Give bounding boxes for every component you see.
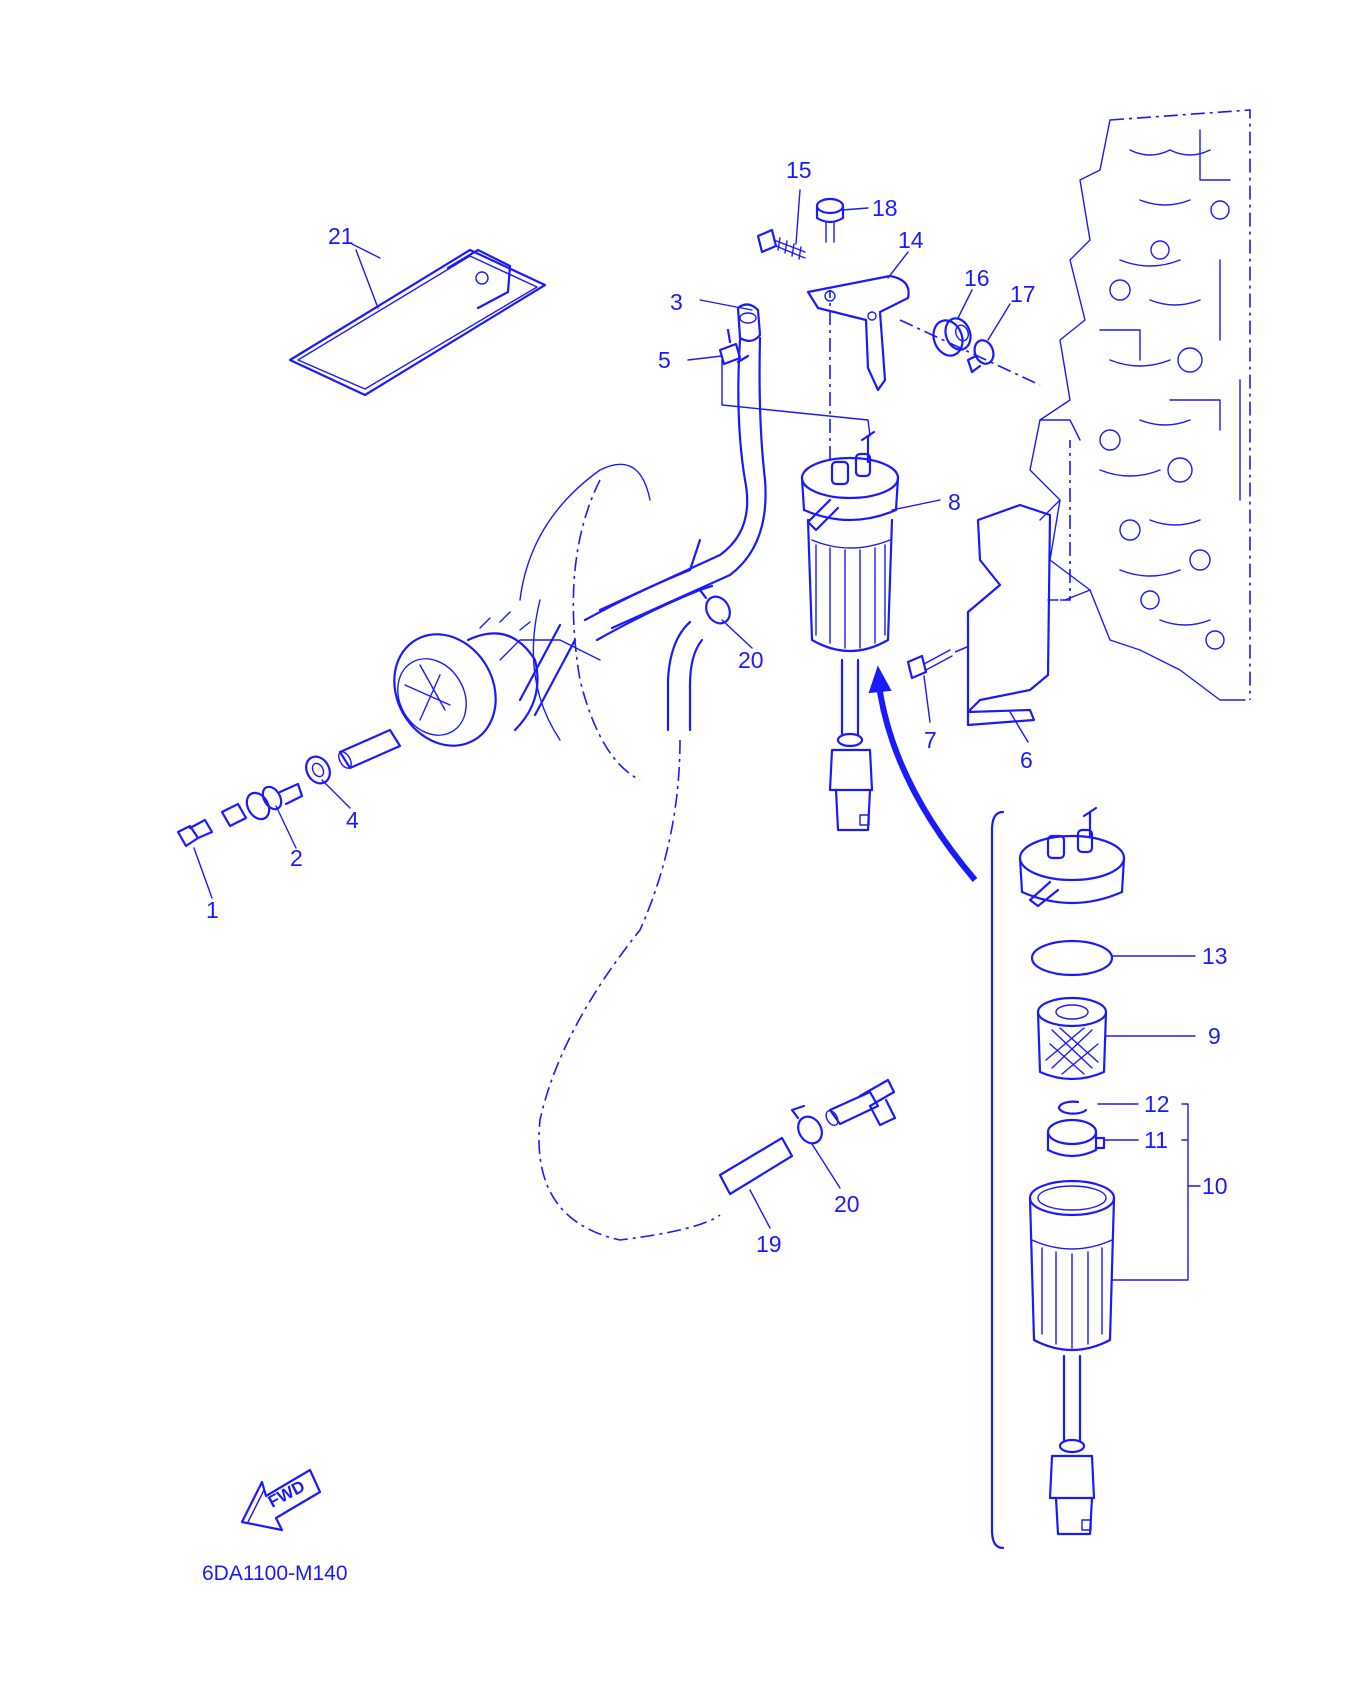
part-14-bracket [806, 274, 910, 392]
part-2-fitting [220, 782, 304, 828]
part-12-circlip [1058, 1100, 1088, 1115]
part-20-clamp-lower [790, 1104, 823, 1145]
part-21-pouch [288, 248, 547, 397]
callout-6: 6 [1020, 747, 1033, 773]
part-5-clip [718, 328, 750, 366]
part-4-clip [305, 755, 331, 785]
callout-13: 13 [1202, 943, 1228, 969]
callout-7: 7 [924, 727, 937, 753]
part-19-fuel-hose [538, 620, 794, 1241]
leader-lines [193, 189, 1201, 1281]
part-15-bolt [756, 228, 806, 260]
callout-17: 17 [1010, 281, 1036, 307]
callout-14: 14 [898, 227, 924, 253]
t-joint [825, 1078, 897, 1127]
callout-18: 18 [872, 195, 898, 221]
fwd-label: FWD [265, 1477, 308, 1512]
callout-10: 10 [1202, 1173, 1228, 1199]
callout-1: 1 [206, 897, 219, 923]
fwd-arrow-icon: FWD [240, 1468, 322, 1532]
callout-12: 12 [1144, 1091, 1170, 1117]
part-17-collar [966, 339, 995, 374]
engine-block [1029, 109, 1251, 701]
callout-16: 16 [964, 265, 990, 291]
part-18-bolt [815, 197, 845, 243]
fuel-hose-upper [598, 336, 767, 630]
detail-pointer-arrow [868, 665, 978, 882]
part-3-hose-joint [736, 303, 762, 342]
callout-21: 21 [328, 223, 354, 249]
part-9-filter-element [1036, 996, 1108, 1081]
part-8-fuel-filter [800, 430, 900, 832]
part-20-clamp-upper [698, 584, 731, 625]
callout-15: 15 [786, 157, 812, 183]
callout-2: 2 [290, 845, 303, 871]
callout-20-upper: 20 [738, 647, 764, 673]
callout-3: 3 [670, 289, 683, 315]
tank-connector-pipe [338, 728, 402, 770]
cowling-outline [393, 463, 702, 781]
detail-filter-head [1018, 806, 1126, 908]
callout-5: 5 [658, 347, 671, 373]
callout-11: 11 [1144, 1127, 1168, 1153]
part-6-cover [966, 503, 1059, 727]
part-13-o-ring [1030, 939, 1114, 977]
callout-9: 9 [1208, 1023, 1221, 1049]
callouts: 1 2 3 4 5 6 7 8 9 10 11 12 13 14 15 16 1… [206, 157, 1228, 1257]
part-7-screw [906, 649, 953, 680]
callout-8: 8 [948, 489, 961, 515]
callout-20-lower: 20 [834, 1191, 860, 1217]
part-11-float [1046, 1118, 1106, 1158]
part-10-filter-cup [1028, 1179, 1116, 1536]
callout-19: 19 [756, 1231, 782, 1257]
diagram-code: 6DA1100-M140 [202, 1562, 348, 1585]
callout-4: 4 [346, 807, 359, 833]
part-16-grommet [932, 317, 972, 357]
part-1-screw [176, 818, 214, 848]
